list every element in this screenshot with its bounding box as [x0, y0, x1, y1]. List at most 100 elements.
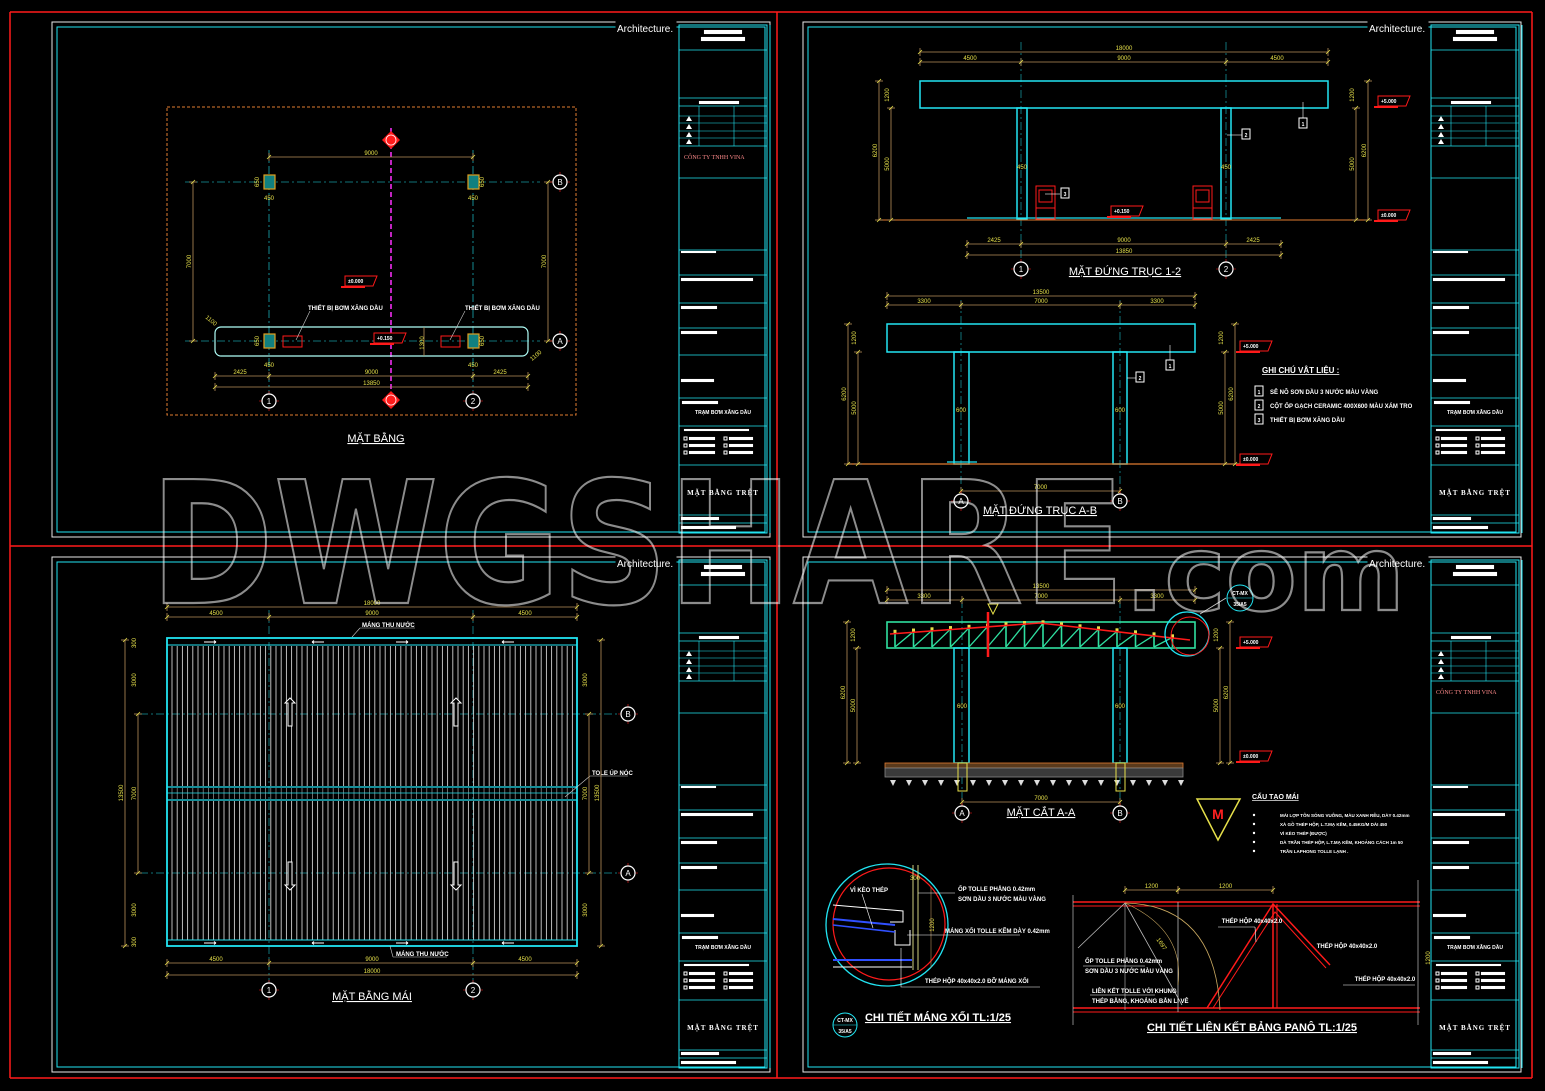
dimension-tick: [470, 960, 476, 966]
level-text: ±0.000: [1243, 457, 1258, 463]
note-text: THIẾT BỊ BƠM XĂNG DẦU: [1270, 417, 1345, 424]
column: [263, 333, 276, 349]
section-circle: [385, 394, 397, 406]
axis-label: A: [959, 809, 965, 818]
dimension-text: 13850: [363, 381, 380, 387]
checkbox-icon: [723, 985, 728, 990]
project-name: TRẠM BƠM XĂNG DẦU: [695, 944, 751, 951]
sheet-label-bg: [615, 21, 677, 33]
truss-frame: [886, 621, 1196, 649]
soil-hatch-icon: [1066, 780, 1072, 786]
dimension-text: 2425: [987, 238, 1001, 244]
soil-hatch-icon: [1178, 780, 1184, 786]
truss-diagonal: [1042, 624, 1062, 648]
dimension-tick: [855, 461, 861, 467]
soil-hatch-icon: [1002, 780, 1008, 786]
dimension-vertical: 5000: [1214, 645, 1224, 766]
dimension-text: 7000: [1034, 796, 1048, 802]
dimension-text: 4500: [209, 611, 223, 617]
dimension-text: 13500: [1033, 290, 1050, 296]
tag-number: 3: [1258, 418, 1261, 424]
legend-heading: CẤU TẠO MÁI: [1252, 791, 1299, 801]
dimension-tick: [917, 49, 923, 55]
dimension-text: 1697: [1155, 937, 1168, 952]
dimension-tick: [1232, 321, 1238, 327]
axis-label: 1: [1019, 265, 1024, 274]
level-marker: ±0.000: [1236, 453, 1273, 466]
dimension-text: 450: [264, 363, 275, 369]
link-label: LIÊN KẾT TOLLE VỚI KHUNG: [1092, 987, 1177, 995]
level-marker: +0.150: [1107, 205, 1144, 218]
pump-screen: [1038, 189, 1053, 203]
dimension-text: 5000: [885, 157, 891, 171]
detail-boundary: [825, 863, 949, 987]
checkbox-icon: [1475, 971, 1480, 976]
dimension-text: 6200: [1224, 685, 1230, 699]
bullet-icon: [1252, 813, 1256, 817]
dimension-tick: [266, 960, 272, 966]
purlin: [949, 626, 952, 631]
frame-diagonal: [1212, 911, 1327, 1009]
truss-diagonal: [1023, 622, 1044, 648]
roof-marker-triangle-icon: [1195, 798, 1242, 842]
dimension-text: 4500: [1270, 56, 1284, 62]
dimension-tick: [1192, 597, 1198, 603]
text-block: [1440, 985, 1468, 990]
pump-island: [214, 326, 529, 357]
dimension-text: 4500: [518, 611, 532, 617]
title-block-frame: [678, 24, 768, 534]
checkbox-icon: [1475, 436, 1480, 441]
dimension-tick: [964, 252, 970, 258]
text-block: [680, 277, 754, 282]
truss-diagonal: [931, 628, 951, 648]
dimension-horizontal: 7000: [884, 299, 1198, 309]
text-block: [1432, 250, 1469, 254]
soil-hatch-icon: [1034, 780, 1040, 786]
purlin: [1060, 622, 1063, 627]
tag-number: 2: [1258, 404, 1261, 410]
soil-hatch-icon: [890, 780, 896, 786]
checkbox-icon: [1435, 443, 1440, 448]
bubble-circle: [620, 865, 636, 881]
slope-arrow-down-icon: [283, 861, 297, 891]
dimension-tick: [884, 587, 890, 593]
section-marker-icon: [382, 391, 400, 409]
pump-body: [1192, 185, 1213, 220]
pump-screen: [1195, 189, 1210, 203]
dimension-tick: [545, 179, 551, 185]
text-block: [1432, 305, 1470, 310]
dimension-horizontal: 1200: [1175, 884, 1276, 894]
reference-sheet: 35/A5: [1233, 602, 1247, 608]
grid-axis-bubble: 1: [259, 980, 279, 1000]
sheet-title: MẶT BẰNG TRỆT: [1439, 1024, 1511, 1032]
text-block: [1432, 1060, 1489, 1065]
text-block: [688, 436, 716, 441]
dimension-tick: [876, 78, 882, 84]
dimension-vertical: 7000: [132, 711, 142, 876]
sheet-outer-frame: [802, 21, 1522, 538]
dimension-text: 600: [1115, 704, 1126, 710]
purlin: [930, 627, 934, 632]
project-name: TRẠM BƠM XĂNG DẦU: [1447, 409, 1503, 416]
dimension-horizontal: 9000: [266, 151, 476, 161]
note-text: CỘT ỐP GẠCH CERAMIC 400X600 MÀU XÁM TRO: [1270, 402, 1413, 410]
arrow-left-icon: [501, 640, 514, 644]
watermark-suffix: .com: [1125, 513, 1405, 635]
purlin: [1134, 630, 1137, 635]
truss-diagonal: [913, 629, 933, 648]
sheet-inner-frame: [807, 26, 1517, 533]
grid-axis-bubble: 1: [259, 391, 279, 411]
bubble-circle: [1112, 493, 1128, 509]
text-block: [728, 450, 754, 455]
dimension-text: 13500: [1033, 584, 1050, 590]
truss-diagonal: [1079, 628, 1099, 648]
soil-hatch-icon: [1114, 780, 1120, 786]
axis-label: 2: [1224, 265, 1229, 274]
dimension-text: 9000: [365, 611, 379, 617]
revision-triangle-icon: [1438, 139, 1444, 144]
level-text: ±0.000: [1381, 213, 1396, 219]
